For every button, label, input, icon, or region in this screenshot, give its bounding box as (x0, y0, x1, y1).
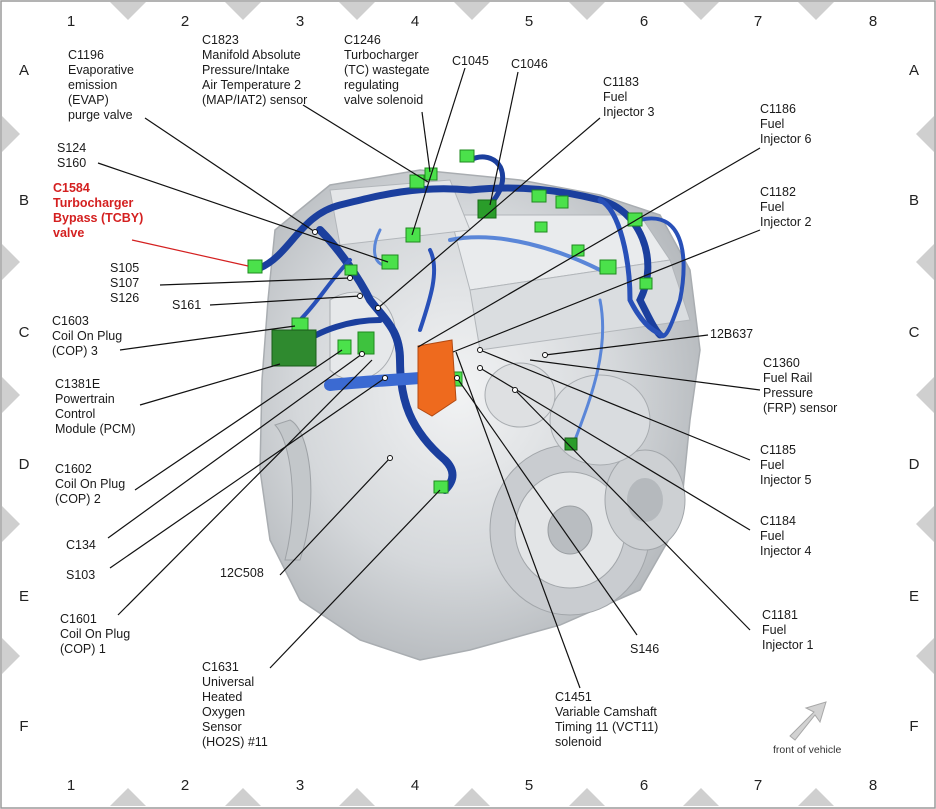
label-c1603: C1603 Coil On Plug (COP) 3 (52, 314, 123, 358)
label-s124: S124 S160 (57, 141, 87, 170)
label-c1823: C1823 Manifold Absolute Pressure/Intake … (202, 33, 308, 107)
border-marker (798, 2, 834, 20)
border-marker (916, 244, 934, 280)
vct-solenoid-part (417, 339, 457, 417)
label-c1451: C1451 Variable Camshaft Timing 11 (VCT11… (555, 690, 659, 749)
label-c1186: C1186 Fuel Injector 6 (760, 102, 812, 146)
label-c1584: C1584 Turbocharger Bypass (TCBY) valve (53, 181, 144, 240)
grid-row-left: A (18, 62, 29, 79)
grid-col-bottom: 7 (753, 777, 763, 794)
grid-col-top: 2 (180, 13, 190, 30)
label-c1601: C1601 Coil On Plug (COP) 1 (60, 612, 131, 656)
label-s105: S105 S107 S126 (110, 261, 140, 305)
label-c1185: C1185 Fuel Injector 5 (760, 443, 812, 487)
orientation-note: front of vehicle (773, 744, 842, 756)
label-s161: S161 (172, 298, 202, 312)
label-c1381e: C1381E Powertrain Control Module (PCM) (55, 377, 136, 436)
border-marker (110, 788, 146, 806)
label-c1360: C1360 Fuel Rail Pressure (FRP) sensor (763, 356, 838, 415)
wiring-harness (256, 154, 686, 494)
border-marker (339, 2, 375, 20)
grid-col-top: 6 (639, 13, 649, 30)
border-marker (454, 788, 490, 806)
label-c1184: C1184 Fuel Injector 4 (760, 514, 812, 558)
border-marker (916, 638, 934, 674)
label-12c508: 12C508 (220, 566, 264, 580)
grid-row-right: C (908, 324, 920, 341)
arrow-up-right-icon (789, 701, 827, 741)
grid-col-bottom: 3 (295, 777, 305, 794)
border-marker (569, 788, 605, 806)
grid-col-bottom: 8 (868, 777, 878, 794)
grid-col-top: 8 (868, 13, 878, 30)
label-c1246: C1246 Turbocharger (TC) wastegate regula… (344, 33, 430, 107)
grid-col-top: 7 (753, 13, 763, 30)
grid-row-right: E (908, 588, 919, 605)
border-marker (798, 788, 834, 806)
leader-dots (312, 229, 548, 461)
border-marker (339, 788, 375, 806)
label-c1183: C1183 Fuel Injector 3 (603, 75, 655, 119)
grid-row-left: D (18, 456, 30, 473)
label-c1196: C1196 Evaporative emission (EVAP) purge … (68, 48, 135, 122)
label-c1181: C1181 Fuel Injector 1 (762, 608, 814, 652)
border-marker (2, 244, 20, 280)
border-marker (110, 2, 146, 20)
grid-col-top: 4 (410, 13, 420, 30)
label-c1045: C1045 (452, 54, 489, 68)
border-marker (569, 2, 605, 20)
label-c134: C134 (66, 538, 96, 552)
border-marker (683, 2, 719, 20)
border-marker (916, 116, 934, 152)
grid-col-bottom: 4 (410, 777, 420, 794)
border-marker (916, 377, 934, 413)
grid-col-bottom: 1 (66, 777, 76, 794)
label-c1631: C1631 Universal Heated Oxygen Sensor (HO… (202, 660, 268, 749)
leader-lines (97, 67, 761, 689)
grid-row-right: D (908, 456, 920, 473)
border-marker (2, 377, 20, 413)
label-c1182: C1182 Fuel Injector 2 (760, 185, 812, 229)
grid-row-left: E (18, 588, 29, 605)
grid-col-top: 5 (524, 13, 534, 30)
border-marker (683, 788, 719, 806)
grid-col-bottom: 6 (639, 777, 649, 794)
grid-col-top: 3 (295, 13, 305, 30)
engine-body (259, 169, 701, 661)
grid-col-top: 1 (66, 13, 76, 30)
label-s103: S103 (66, 568, 96, 582)
border-marker (225, 788, 261, 806)
label-c1602: C1602 Coil On Plug (COP) 2 (55, 462, 126, 506)
grid-row-right: B (908, 192, 919, 209)
border-marker (225, 2, 261, 20)
label-s146: S146 (630, 642, 660, 656)
grid-row-right: A (908, 62, 919, 79)
label-c1046: C1046 (511, 57, 548, 71)
border-marker (2, 116, 20, 152)
grid-row-right: F (909, 718, 919, 735)
border-marker (454, 2, 490, 20)
grid-col-bottom: 2 (180, 777, 190, 794)
border-marker (2, 506, 20, 542)
border-marker (2, 638, 20, 674)
grid-col-bottom: 5 (524, 777, 534, 794)
label-12b637: 12B637 (710, 327, 754, 341)
grid-row-left: B (18, 192, 29, 209)
border-marker (916, 506, 934, 542)
grid-row-left: F (19, 718, 29, 735)
grid-row-left: C (18, 324, 30, 341)
